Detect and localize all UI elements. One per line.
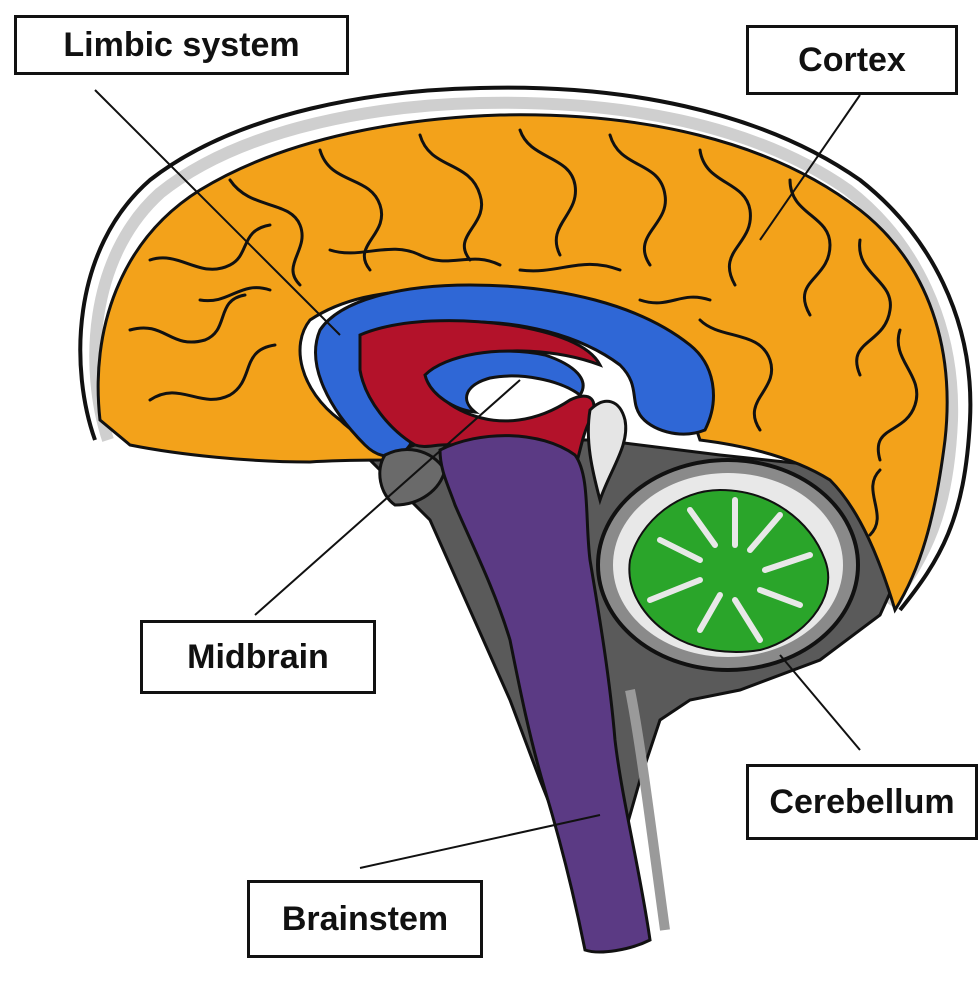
- cerebellum-label: Cerebellum: [746, 764, 978, 840]
- cortex-label: Cortex: [746, 25, 958, 95]
- pointer-cerebellum: [780, 655, 860, 750]
- limbic-system-label: Limbic system: [14, 15, 349, 75]
- midbrain-label: Midbrain: [140, 620, 376, 694]
- limbic-blue-inner: [425, 351, 583, 412]
- brainstem-label: Brainstem: [247, 880, 483, 958]
